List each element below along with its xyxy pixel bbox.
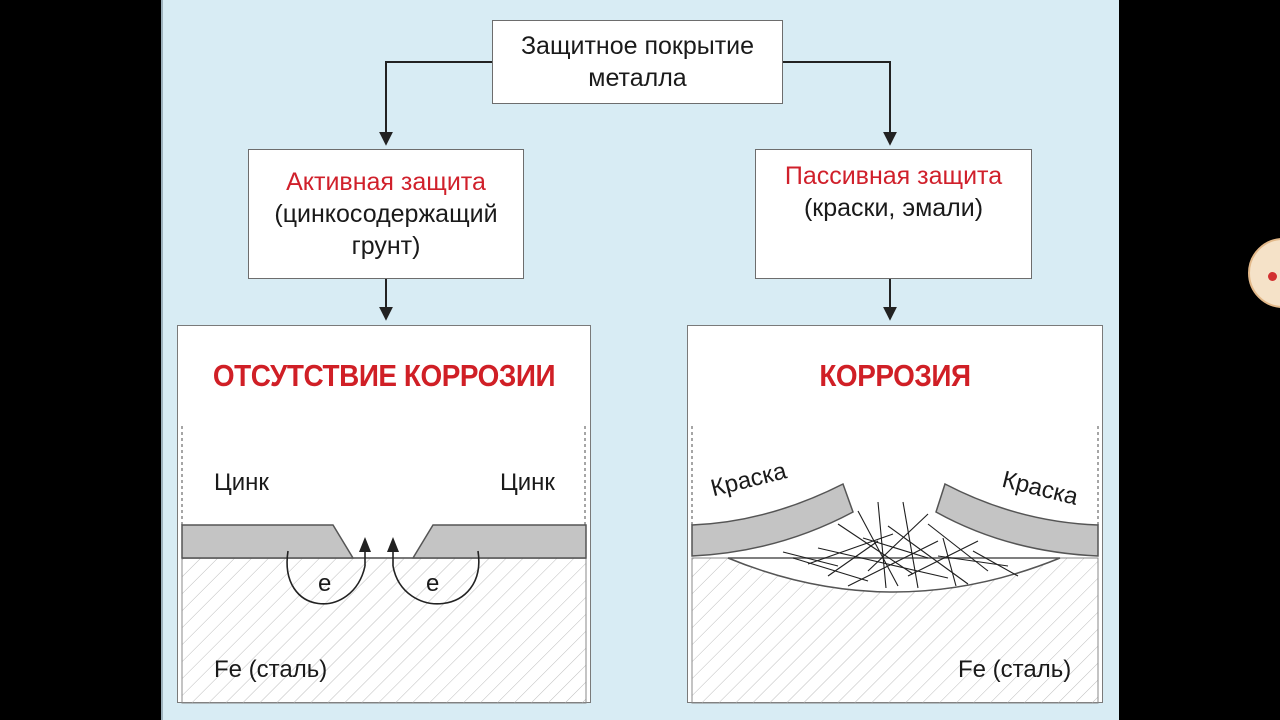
paint-layer-right (935, 482, 1099, 557)
zinc-layer-left (181, 524, 355, 559)
paint-coating-illustration (691, 426, 1099, 704)
paint-layer-left (691, 482, 854, 557)
active-protection-desc1: (цинкосодержащий (274, 200, 498, 228)
electron-label-right: e (426, 570, 440, 597)
arrowhead-right (387, 537, 399, 552)
connector-lines (379, 61, 897, 321)
arrow-root-to-active (379, 61, 492, 146)
passive-protection-title: Пассивная защита (784, 162, 1003, 190)
arrowhead-left (359, 537, 371, 552)
active-protection-title: Активная защита (286, 168, 486, 196)
no-corrosion-title: ОТСУТСТВИЕ КОРРОЗИИ (212, 358, 556, 393)
steel-label: Fe (сталь) (214, 656, 328, 683)
steel-substrate (181, 557, 587, 704)
corrosion-products (782, 501, 1019, 589)
corrosion-panel: КОРРОЗИЯ (687, 325, 1103, 704)
passive-protection-box: Пассивная защита (краски, эмали) (755, 149, 1032, 279)
no-corrosion-panel: ОТСУТСТВИЕ КОРРОЗИИ (177, 325, 591, 704)
passive-protection-desc: (краски, эмали) (803, 194, 984, 222)
root-line2: металла (588, 64, 687, 92)
active-protection-box: Активная защита (цинкосодержащий грунт) (248, 149, 524, 279)
electron-path-left (286, 550, 366, 605)
root-line1: Защитное покрытие (520, 32, 755, 60)
corrosion-pit (727, 557, 1061, 593)
steel-label: Fe (сталь) (958, 656, 1072, 683)
zinc-label-right: Цинк (500, 469, 555, 496)
record-dot-icon (1268, 272, 1277, 281)
corrosion-title: КОРРОЗИЯ (819, 358, 971, 393)
slide-border (161, 0, 163, 720)
zinc-layer-right (411, 524, 587, 559)
root-box: Защитное покрытие металла (492, 20, 783, 104)
record-button[interactable] (1248, 238, 1280, 308)
electron-label-left: e (318, 570, 332, 597)
zinc-coating-illustration (181, 426, 587, 704)
active-protection-desc2: грунт) (351, 232, 421, 260)
slide: Защитное покрытие металла Активная защит… (161, 0, 1119, 720)
arrow-root-to-passive (783, 61, 897, 146)
electron-path-right (392, 550, 480, 605)
zinc-label-left: Цинк (214, 469, 269, 496)
